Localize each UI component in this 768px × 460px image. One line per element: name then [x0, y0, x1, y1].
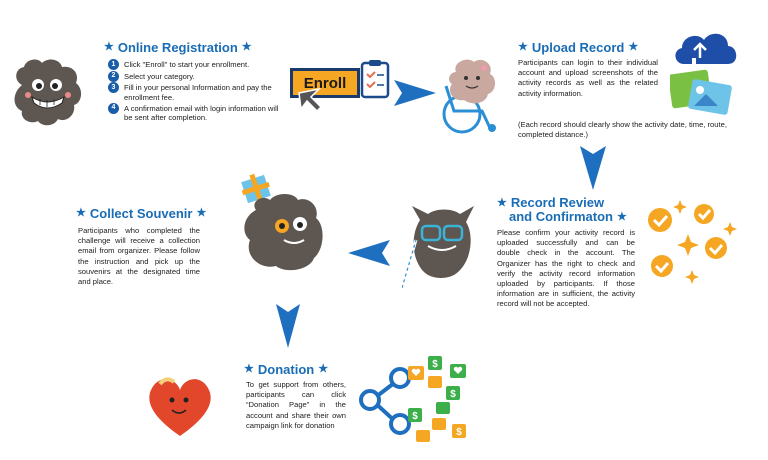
star-icon: ★ — [104, 41, 114, 53]
svg-text:$: $ — [432, 359, 438, 370]
svg-text:$: $ — [450, 389, 456, 400]
dollar-icon: $ $ $ $ — [408, 356, 466, 438]
collect-souvenir-title: ★ Collect Souvenir ★ — [76, 206, 207, 221]
monster-with-cane-icon — [402, 206, 474, 289]
star-icon: ★ — [628, 41, 639, 53]
step-number-icon: 4 — [108, 102, 119, 114]
step-number-icon: 3 — [108, 82, 119, 93]
monster-icon — [14, 59, 82, 126]
collect-souvenir-text: Participants who completed the challenge… — [78, 226, 200, 287]
star-icon: ★ — [318, 363, 329, 375]
monster-gift-icon — [241, 173, 323, 271]
star-icon: ★ — [76, 207, 86, 219]
share-icon: $ $ $ $ — [359, 356, 466, 442]
arrow-left-icon — [348, 240, 390, 266]
check-badge-icon — [648, 200, 737, 284]
donation-text: To get support from others, participants… — [246, 380, 346, 430]
svg-text:$: $ — [456, 427, 462, 438]
record-review-text: Please confirm your activity record is u… — [497, 228, 635, 309]
heart-icon — [149, 377, 211, 436]
star-icon: ★ — [518, 41, 528, 53]
star-icon: ★ — [497, 196, 507, 209]
upload-record-text: Participants can login to their individu… — [518, 58, 658, 98]
arrow-down-icon — [580, 146, 606, 190]
cloud-upload-icon — [670, 33, 737, 115]
upload-record-note: (Each record should clearly show the act… — [518, 120, 727, 140]
step-number-icon: 1 — [108, 59, 119, 70]
enroll-button[interactable]: Enroll — [290, 68, 360, 98]
svg-text:$: $ — [412, 411, 418, 422]
cursor-icon — [298, 87, 323, 113]
donation-title: ★ Donation ★ — [244, 362, 329, 377]
step-number-icon: 2 — [108, 70, 119, 82]
arrow-down-icon — [276, 304, 300, 348]
arrow-right-icon — [394, 80, 436, 106]
upload-record-title: ★ Upload Record ★ — [518, 40, 639, 55]
star-icon: ★ — [196, 207, 207, 219]
clipboard-icon — [360, 60, 390, 99]
record-review-title: ★ Record Review and Confirmaton ★ — [497, 195, 627, 224]
star-icon: ★ — [617, 210, 627, 223]
star-icon: ★ — [241, 41, 252, 53]
wheelchair-monster-icon — [442, 59, 496, 134]
online-registration-title: ★ Online Registration ★ — [104, 40, 252, 55]
star-icon: ★ — [244, 363, 254, 375]
